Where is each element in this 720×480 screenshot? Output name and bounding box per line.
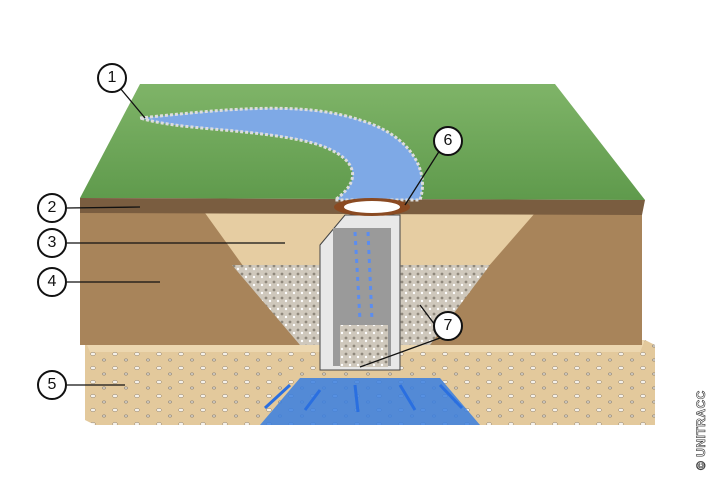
callout-7: 7 [433,311,463,341]
leader-lines [66,87,441,386]
swale [139,106,424,202]
callout-4: 4 [37,267,67,297]
callout-3: 3 [37,228,67,258]
flow-arrows [263,383,464,413]
callout-5: 5 [37,370,67,400]
callout-2: 2 [37,193,67,223]
copyright-text: © UNITRACC [694,390,709,470]
callout-1: 1 [97,63,127,93]
callout-6: 6 [433,126,463,156]
infiltration-water [260,378,480,425]
